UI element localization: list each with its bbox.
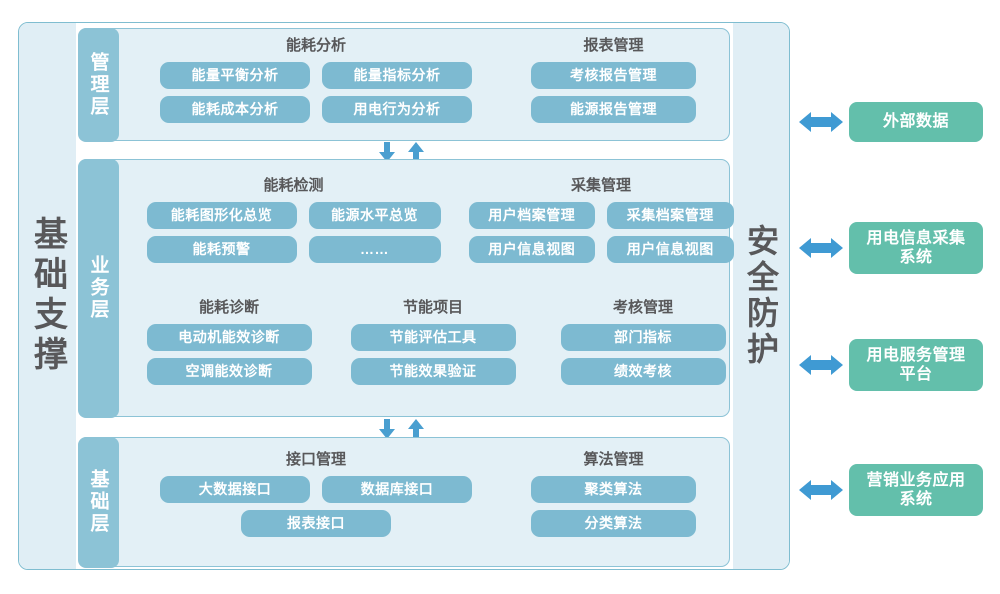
group-report-management: 报表管理 考核报告管理 能源报告管理: [519, 37, 709, 130]
layer-tab-label: 基础层: [87, 469, 109, 535]
group-title: 能耗分析: [285, 37, 346, 54]
external-system-box[interactable]: 用电信息采集 系统: [849, 222, 983, 274]
group-title: 算法管理: [583, 451, 644, 468]
arrow-down-icon: [379, 142, 395, 162]
group-title: 能耗诊断: [198, 299, 259, 316]
group-assessment-management: 考核管理 部门指标 绩效考核: [551, 299, 736, 392]
bidirectional-arrow-icon: [799, 480, 843, 500]
bidirectional-arrow-icon: [799, 238, 843, 258]
arrow-down-icon: [379, 419, 395, 439]
external-system-label-line2: 系统: [899, 249, 933, 266]
group-energy-analysis: 能耗分析 能量平衡分析 能量指标分析 能耗成本分析 用电行为分析: [139, 37, 494, 130]
pill-item[interactable]: 用户信息视图: [607, 235, 734, 263]
arrow-pair-business-base: [379, 419, 424, 439]
group-collection-management: 采集管理 用户档案管理 采集档案管理 用户信息视图 用户信息视图: [468, 177, 734, 270]
pill-item[interactable]: 节能评估工具: [350, 323, 516, 351]
arrow-up-icon: [408, 142, 424, 162]
pill-row: 能量平衡分析 能量指标分析: [139, 61, 494, 89]
group-algorithm-management: 算法管理 聚类算法 分类算法: [519, 451, 709, 544]
group-title: 节能项目: [402, 299, 463, 316]
pill-row: 聚类算法: [519, 475, 709, 503]
pill-item[interactable]: 用户档案管理: [468, 201, 595, 229]
external-system-box[interactable]: 用电服务管理 平台: [849, 339, 983, 391]
pill-item[interactable]: 采集档案管理: [607, 201, 734, 229]
pill-item[interactable]: ……: [308, 235, 441, 263]
pill-row: 节能效果验证: [341, 357, 526, 385]
pill-item[interactable]: 报表接口: [241, 509, 391, 537]
pill-row: 空调能效诊断: [137, 357, 322, 385]
layer-tab-management: 管理层: [77, 27, 119, 142]
layer-body-base: 接口管理 大数据接口 数据库接口 报表接口 算法管理 聚类算法 分类算法: [119, 438, 730, 566]
pill-item[interactable]: 绩效考核: [560, 357, 726, 385]
pill-row: 分类算法: [519, 509, 709, 537]
pill-item[interactable]: 节能效果验证: [350, 357, 516, 385]
external-system-label-line1: 用电信息采集: [866, 229, 966, 247]
layer-tab-business: 业务层: [77, 158, 119, 418]
pill-row: 用户档案管理 采集档案管理: [468, 201, 734, 229]
support-panel: 基础支撑: [19, 23, 76, 569]
pill-item[interactable]: 能耗成本分析: [160, 95, 310, 123]
pill-item[interactable]: 空调能效诊断: [146, 357, 312, 385]
group-title: 接口管理: [285, 451, 346, 468]
group-title: 采集管理: [570, 177, 631, 194]
arrow-pair-management-business: [379, 142, 424, 162]
group-energy-saving-project: 节能项目 节能评估工具 节能效果验证: [341, 299, 526, 392]
group-interface-management: 接口管理 大数据接口 数据库接口 报表接口: [139, 451, 494, 544]
pill-row: 能耗图形化总览 能源水平总览: [129, 201, 459, 229]
pill-row: 能源报告管理: [519, 95, 709, 123]
pill-row: 绩效考核: [551, 357, 736, 385]
pill-item[interactable]: 聚类算法: [531, 475, 696, 503]
pill-row: 用户信息视图 用户信息视图: [468, 235, 734, 263]
pill-item[interactable]: 分类算法: [531, 509, 696, 537]
pill-item[interactable]: 能量平衡分析: [160, 61, 310, 89]
pill-item[interactable]: 用户信息视图: [468, 235, 595, 263]
external-system-label: 外部数据: [882, 113, 949, 131]
pill-item[interactable]: 数据库接口: [322, 475, 472, 503]
pill-row: 能耗成本分析 用电行为分析: [139, 95, 494, 123]
external-system-label-line1: 营销业务应用: [866, 471, 966, 489]
pill-item[interactable]: 部门指标: [560, 323, 726, 351]
bidirectional-arrow-icon: [799, 355, 843, 375]
layer-body-management: 能耗分析 能量平衡分析 能量指标分析 能耗成本分析 用电行为分析 报表管理 考核…: [119, 29, 730, 140]
pill-row: 电动机能效诊断: [137, 323, 322, 351]
external-system-box[interactable]: 营销业务应用 系统: [849, 464, 983, 516]
external-system-label-line2: 系统: [899, 491, 933, 508]
pill-item[interactable]: 能耗预警: [146, 235, 297, 263]
pill-item[interactable]: 能源水平总览: [308, 201, 441, 229]
pill-row: 部门指标: [551, 323, 736, 351]
pill-item[interactable]: 能源报告管理: [531, 95, 696, 123]
pill-item[interactable]: 用电行为分析: [322, 95, 472, 123]
group-energy-diagnosis: 能耗诊断 电动机能效诊断 空调能效诊断: [137, 299, 322, 392]
pill-row: 能耗预警 ……: [129, 235, 459, 263]
group-energy-detection: 能耗检测 能耗图形化总览 能源水平总览 能耗预警 ……: [129, 177, 459, 270]
layer-tab-label: 业务层: [87, 255, 109, 321]
layer-body-business: 能耗检测 能耗图形化总览 能源水平总览 能耗预警 …… 采集管理 用户档案管理 …: [119, 160, 734, 416]
layer-business: 业务层 能耗检测 能耗图形化总览 能源水平总览 能耗预警 …… 采集管理 用户档…: [77, 158, 734, 418]
pill-row: 节能评估工具: [341, 323, 526, 351]
layer-tab-base: 基础层: [77, 436, 119, 568]
layer-base: 基础层 接口管理 大数据接口 数据库接口 报表接口 算法管理 聚类算法 分类: [77, 436, 730, 568]
pill-row: 考核报告管理: [519, 61, 709, 89]
layer-management: 管理层 能耗分析 能量平衡分析 能量指标分析 能耗成本分析 用电行为分析 报表管…: [77, 27, 730, 142]
arrow-up-icon: [408, 419, 424, 439]
group-title: 考核管理: [612, 299, 673, 316]
pill-item[interactable]: 考核报告管理: [531, 61, 696, 89]
security-panel: 安全防护: [733, 23, 789, 569]
pill-item[interactable]: 电动机能效诊断: [146, 323, 312, 351]
layer-tab-label: 管理层: [87, 51, 109, 118]
pill-item[interactable]: 大数据接口: [160, 475, 310, 503]
security-panel-label: 安全防护: [743, 224, 779, 368]
group-title: 报表管理: [583, 37, 644, 54]
external-system-box[interactable]: 外部数据: [849, 102, 983, 142]
pill-item[interactable]: 能耗图形化总览: [146, 201, 297, 229]
bidirectional-arrow-icon: [799, 112, 843, 132]
external-system-label-line2: 平台: [899, 366, 933, 383]
pill-row: 报表接口: [139, 509, 494, 537]
external-system-label-line1: 用电服务管理: [866, 346, 966, 364]
support-panel-label: 基础支撑: [28, 216, 67, 376]
pill-row: 大数据接口 数据库接口: [139, 475, 494, 503]
group-title: 能耗检测: [263, 177, 324, 194]
pill-item[interactable]: 能量指标分析: [322, 61, 472, 89]
